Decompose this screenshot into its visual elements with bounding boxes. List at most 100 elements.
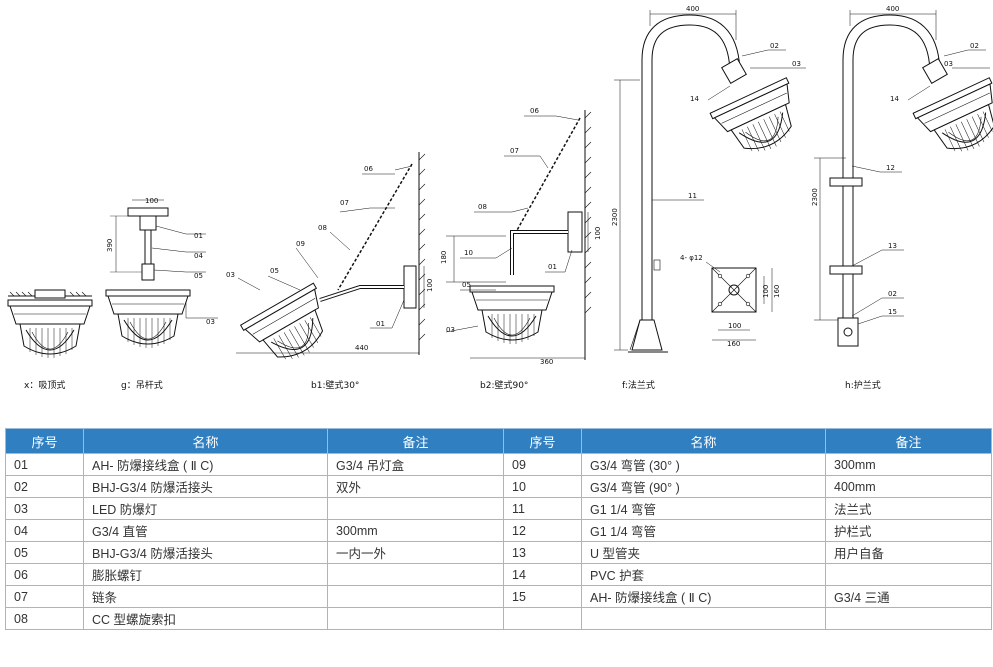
- dim-b2-h: 180: [440, 251, 448, 264]
- cell-remark: 300mm: [825, 453, 992, 476]
- cell-name: G1 1/4 弯管: [581, 497, 826, 520]
- label-g-04: 04: [194, 252, 203, 260]
- header-no-right: 序号: [503, 428, 582, 454]
- parts-table: 序号 名称 备注 序号 名称 备注 01 AH- 防爆接线盒 ( Ⅱ C) G3…: [5, 428, 992, 630]
- drawing-wall-30-type: [236, 152, 426, 376]
- label-b1-03: 03: [226, 271, 235, 279]
- drawing-wall-90-type: [445, 110, 592, 360]
- header-remark-left: 备注: [327, 428, 504, 454]
- table-row: 07 链条 15 AH- 防爆接线盒 ( Ⅱ C) G3/4 三通: [5, 585, 992, 608]
- dim-f-plate-w2: 160: [727, 340, 740, 348]
- cell-no: 03: [5, 497, 84, 520]
- cell-remark: [327, 497, 504, 520]
- caption-rail: h:护兰式: [845, 381, 881, 391]
- caption-wall-30: b1:壁式30°: [311, 381, 360, 391]
- drawing-pendant-type: [105, 199, 218, 349]
- cell-remark: G3/4 吊灯盒: [327, 453, 504, 476]
- header-name-left: 名称: [83, 428, 328, 454]
- label-h-03: 03: [944, 60, 953, 68]
- cell-no: 10: [503, 475, 582, 498]
- header-no-left: 序号: [5, 428, 84, 454]
- label-b1-07: 07: [340, 199, 349, 207]
- header-name-right: 名称: [581, 428, 826, 454]
- label-h-13: 13: [888, 242, 897, 250]
- dim-h-width: 400: [886, 5, 899, 13]
- label-b2-03: 03: [446, 326, 455, 334]
- table-row: 05 BHJ-G3/4 防爆活接头 一内一外 13 U 型管夹 用户自备: [5, 541, 992, 564]
- cell-remark: 400mm: [825, 475, 992, 498]
- cell-name: U 型管夹: [581, 541, 826, 564]
- label-h-14: 14: [890, 95, 899, 103]
- label-h-02b: 02: [888, 290, 897, 298]
- cell-no: 04: [5, 519, 84, 542]
- cell-name: PVC 护套: [581, 563, 826, 586]
- caption-ceiling: x：吸顶式: [24, 381, 66, 391]
- cell-remark: [327, 607, 504, 630]
- dim-b2-len: 360: [540, 358, 553, 366]
- label-b2-07: 07: [510, 147, 519, 155]
- cell-name: G3/4 直管: [83, 519, 328, 542]
- label-h-12: 12: [886, 164, 895, 172]
- label-b1-08: 08: [318, 224, 327, 232]
- dim-f-width: 400: [686, 5, 699, 13]
- caption-pendant: g：吊杆式: [121, 381, 163, 391]
- cell-no: 12: [503, 519, 582, 542]
- cell-remark: 一内一外: [327, 541, 504, 564]
- label-h-15: 15: [888, 308, 897, 316]
- label-f-11: 11: [688, 192, 697, 200]
- cell-name: BHJ-G3/4 防爆活接头: [83, 541, 328, 564]
- label-g-05: 05: [194, 272, 203, 280]
- label-f-14: 14: [690, 95, 699, 103]
- label-f-03: 03: [792, 60, 801, 68]
- cell-no: 08: [5, 607, 84, 630]
- dim-f-height: 2300: [611, 208, 619, 226]
- label-b1-05: 05: [270, 267, 279, 275]
- cell-remark: 法兰式: [825, 497, 992, 520]
- cell-no: 06: [5, 563, 84, 586]
- cell-remark: [825, 607, 992, 630]
- cell-remark: [327, 563, 504, 586]
- cell-name: 膨胀螺钉: [83, 563, 328, 586]
- label-b2-06: 06: [530, 107, 539, 115]
- label-f-02: 02: [770, 42, 779, 50]
- caption-flange: f:法兰式: [622, 381, 655, 391]
- label-b1-01: 01: [376, 320, 385, 328]
- table-row: 04 G3/4 直管 300mm 12 G1 1/4 弯管 护栏式: [5, 519, 992, 542]
- table-row: 01 AH- 防爆接线盒 ( Ⅱ C) G3/4 吊灯盒 09 G3/4 弯管 …: [5, 453, 992, 476]
- label-b2-10: 10: [464, 249, 473, 257]
- cell-no: 07: [5, 585, 84, 608]
- cell-remark: [327, 585, 504, 608]
- drawing-labels: 100 390 01 04 05 03 440 100 06 07 08 09 …: [106, 5, 979, 366]
- label-b2-01: 01: [548, 263, 557, 271]
- dim-g-top: 100: [145, 197, 158, 205]
- table-row: 02 BHJ-G3/4 防爆活接头 双外 10 G3/4 弯管 (90° ) 4…: [5, 475, 992, 498]
- header-remark-right: 备注: [825, 428, 992, 454]
- cell-remark: 护栏式: [825, 519, 992, 542]
- cell-no: 13: [503, 541, 582, 564]
- cell-no: 11: [503, 497, 582, 520]
- cell-remark: 用户自备: [825, 541, 992, 564]
- cell-no: 01: [5, 453, 84, 476]
- table-row: 03 LED 防爆灯 11 G1 1/4 弯管 法兰式: [5, 497, 992, 520]
- label-b1-06: 06: [364, 165, 373, 173]
- table-header-row: 序号 名称 备注 序号 名称 备注: [5, 428, 992, 454]
- label-b2-05: 05: [462, 281, 471, 289]
- label-b1-09: 09: [296, 240, 305, 248]
- table-row: 06 膨胀螺钉 14 PVC 护套: [5, 563, 992, 586]
- cell-name: 链条: [83, 585, 328, 608]
- dim-g-height: 390: [106, 239, 114, 252]
- label-g-03: 03: [206, 318, 215, 326]
- cell-no: 14: [503, 563, 582, 586]
- label-b2-08: 08: [478, 203, 487, 211]
- cell-name: AH- 防爆接线盒 ( Ⅱ C): [83, 453, 328, 476]
- cell-no: 09: [503, 453, 582, 476]
- table-row: 08 CC 型螺旋索扣: [5, 607, 992, 630]
- drawing-flange-type: [614, 10, 812, 353]
- dim-b2-plate: 100: [594, 227, 602, 240]
- cell-name: LED 防爆灯: [83, 497, 328, 520]
- drawing-ceiling-type: [7, 289, 93, 359]
- installation-drawings: 100 390 01 04 05 03 440 100 06 07 08 09 …: [7, 5, 993, 376]
- cell-name: [581, 607, 826, 630]
- dim-f-plate-w1: 100: [728, 322, 741, 330]
- dim-b1-plate: 100: [426, 279, 434, 292]
